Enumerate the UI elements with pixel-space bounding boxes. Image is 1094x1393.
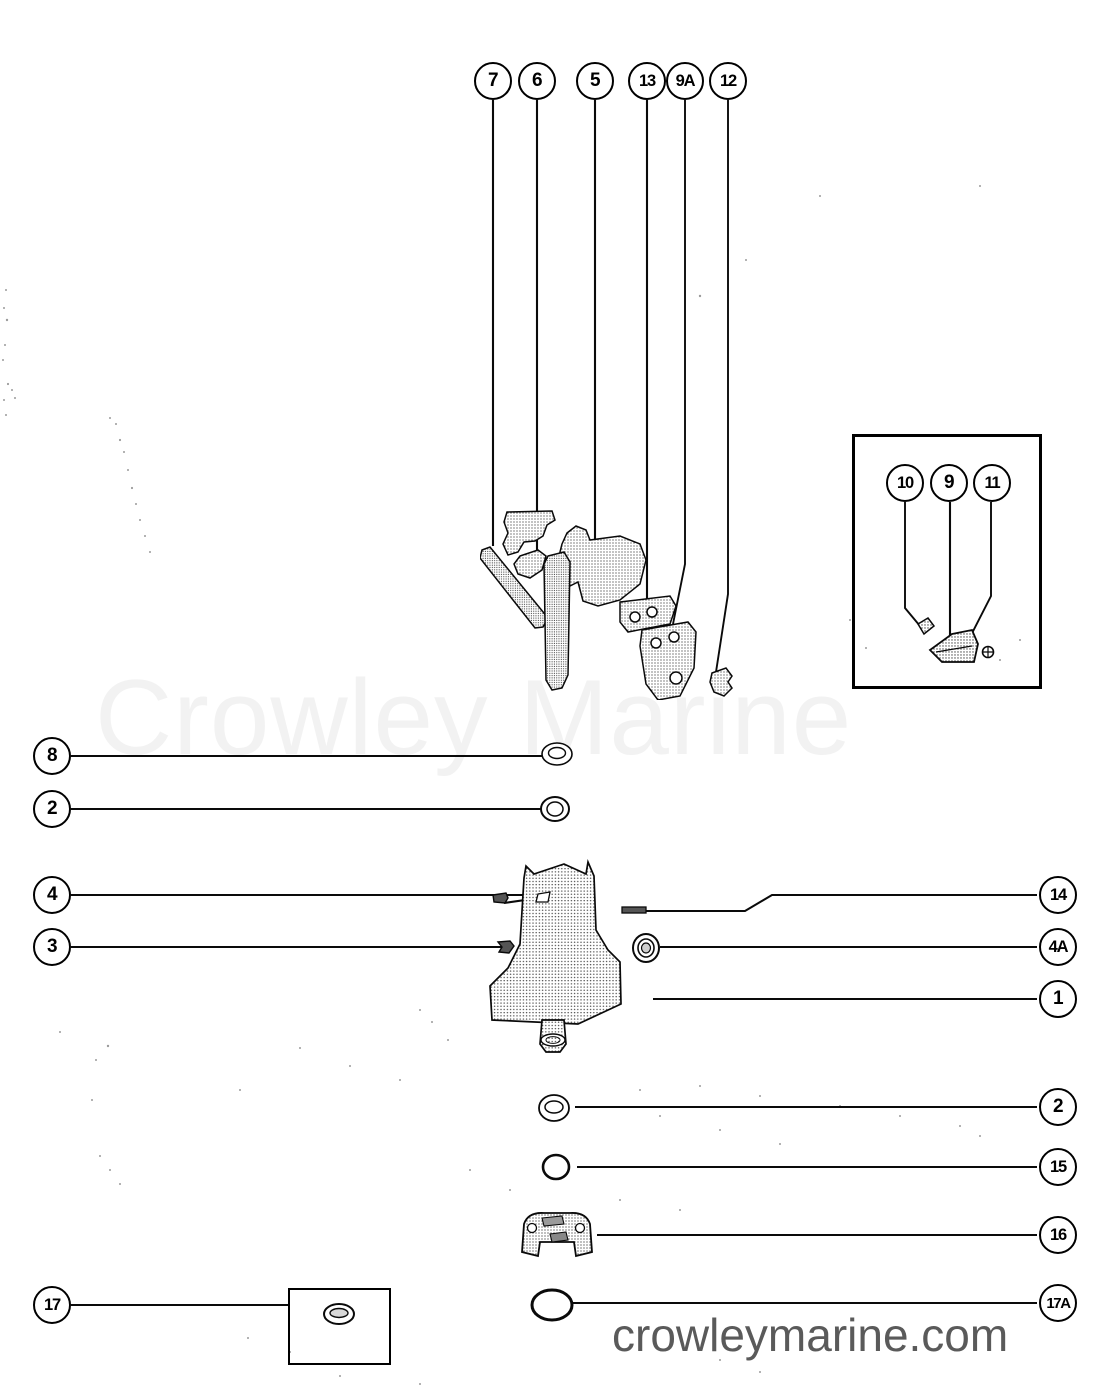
- callout-14[interactable]: 14: [1039, 876, 1077, 914]
- callout-5[interactable]: 5: [576, 62, 614, 100]
- inset-box-lower-left: [288, 1288, 391, 1365]
- callout-3[interactable]: 3: [33, 928, 71, 966]
- callout-1[interactable]: 1: [1039, 980, 1077, 1018]
- artwork-oring-15: [541, 1153, 571, 1181]
- artwork-bar-14: [621, 906, 647, 914]
- artwork-washer-8: [541, 742, 573, 766]
- artwork-part-17: [323, 1303, 355, 1325]
- artwork-grommet-4A: [632, 933, 660, 963]
- artwork-upper-assembly: [480, 510, 733, 700]
- callout-16[interactable]: 16: [1039, 1216, 1077, 1254]
- callout-17[interactable]: 17: [33, 1286, 71, 1324]
- callout-10[interactable]: 10: [886, 464, 924, 502]
- inset-box-upper-right: [852, 434, 1042, 689]
- callout-17A[interactable]: 17A: [1039, 1284, 1077, 1322]
- artwork-fitting-3: [496, 940, 515, 954]
- callout-13[interactable]: 13: [628, 62, 666, 100]
- callout-9A[interactable]: 9A: [666, 62, 704, 100]
- artwork-bushing-2-upper: [540, 796, 570, 822]
- callout-6[interactable]: 6: [518, 62, 556, 100]
- callout-9[interactable]: 9: [930, 464, 968, 502]
- watermark-bottom: crowleymarine.com: [612, 1309, 1009, 1361]
- artwork-pin-4: [492, 892, 509, 904]
- artwork-washer-2-lower: [538, 1094, 570, 1122]
- callout-2-upper[interactable]: 2: [33, 790, 71, 828]
- artwork-oring-17A: [530, 1288, 574, 1322]
- callout-4A[interactable]: 4A: [1039, 928, 1077, 966]
- callout-15[interactable]: 15: [1039, 1148, 1077, 1186]
- callout-4[interactable]: 4: [33, 876, 71, 914]
- callout-7[interactable]: 7: [474, 62, 512, 100]
- callout-2-lower[interactable]: 2: [1039, 1088, 1077, 1126]
- callout-11[interactable]: 11: [973, 464, 1011, 502]
- artwork-anode-16: [521, 1212, 593, 1258]
- artwork-inset-parts: [916, 617, 995, 663]
- callout-8[interactable]: 8: [33, 737, 71, 775]
- callout-12[interactable]: 12: [709, 62, 747, 100]
